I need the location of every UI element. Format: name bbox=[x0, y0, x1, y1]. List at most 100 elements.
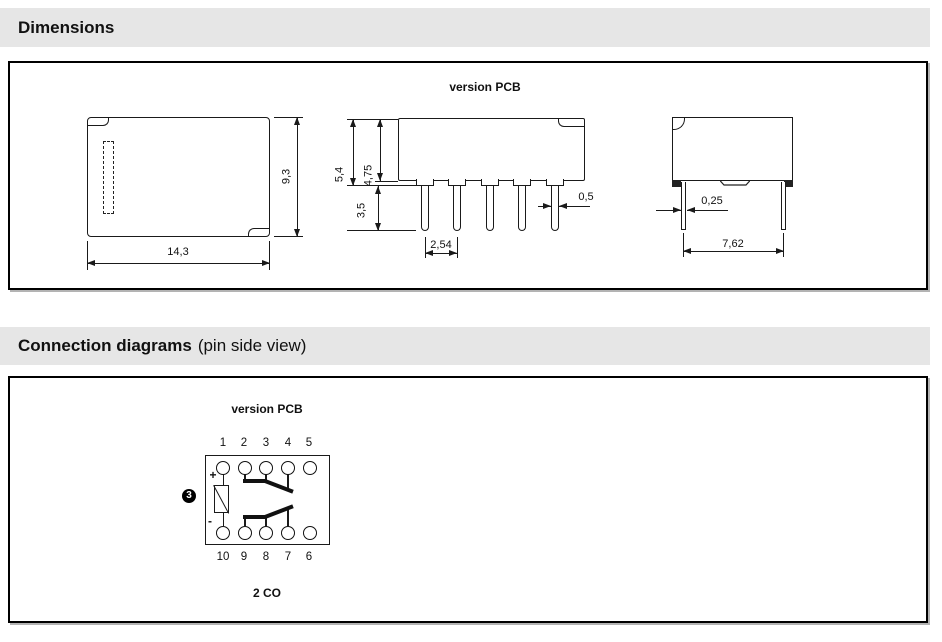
pin-circle bbox=[281, 526, 295, 540]
dim-label-pin-spacing: 7,62 bbox=[722, 238, 744, 250]
dim-arrow bbox=[776, 248, 784, 254]
dim-arrow bbox=[350, 119, 356, 127]
pin-circle bbox=[303, 526, 317, 540]
dim-line bbox=[353, 119, 354, 186]
top-view-corner-notch-br bbox=[248, 228, 270, 237]
pin-number-top: 3 bbox=[262, 437, 270, 449]
relay-top-view-body bbox=[87, 117, 270, 237]
pin bbox=[781, 182, 786, 230]
dim-ext-line bbox=[87, 241, 88, 270]
standoff-tab bbox=[481, 179, 499, 186]
pin-circle bbox=[303, 461, 317, 475]
side-view-foot bbox=[784, 180, 793, 187]
pin-circle bbox=[281, 461, 295, 475]
dimensions-title: Dimensions bbox=[18, 17, 115, 37]
pin-number-bottom: 8 bbox=[262, 551, 270, 563]
dim-ext-line bbox=[783, 233, 784, 257]
dim-arrow bbox=[350, 178, 356, 186]
dim-line bbox=[87, 263, 270, 264]
dim-ext-line bbox=[375, 181, 398, 182]
dim-ext-line bbox=[347, 230, 416, 231]
connection-section-header: Connection diagrams (pin side view) bbox=[0, 327, 930, 365]
dim-ext-line bbox=[274, 236, 303, 237]
dim-arrow bbox=[87, 260, 95, 266]
note-3-badge: 3 bbox=[182, 489, 196, 503]
contact-stub bbox=[287, 474, 289, 488]
side-view-foot bbox=[672, 180, 681, 187]
relay-side-view-body bbox=[672, 117, 793, 181]
standoff-tab bbox=[513, 179, 531, 186]
dim-label-width: 14,3 bbox=[167, 246, 189, 258]
pin-number-bottom: 9 bbox=[240, 551, 248, 563]
connection-diagram-title: version PCB bbox=[231, 402, 303, 416]
pin-number-top: 1 bbox=[219, 437, 227, 449]
contact-armature bbox=[243, 479, 267, 483]
pin-circle bbox=[259, 461, 273, 475]
dim-label-pin-pitch: 2,54 bbox=[430, 239, 452, 251]
connection-subtitle: (pin side view) bbox=[197, 336, 307, 355]
pin-circle bbox=[216, 526, 230, 540]
pin bbox=[551, 186, 559, 231]
dim-ext-line bbox=[683, 233, 684, 257]
dim-label-pin-thickness: 0,25 bbox=[701, 195, 723, 207]
pin-number-top: 4 bbox=[284, 437, 292, 449]
pin-circle bbox=[216, 461, 230, 475]
contact-stub bbox=[287, 510, 289, 526]
dim-line bbox=[656, 210, 681, 211]
dim-arrow bbox=[375, 186, 381, 194]
dim-arrow bbox=[449, 250, 457, 256]
dim-label-pin-width: 0,5 bbox=[578, 191, 594, 203]
dimensions-section-header: Dimensions bbox=[0, 8, 930, 47]
dim-label-total-height: 5,4 bbox=[333, 166, 345, 183]
pin bbox=[421, 186, 429, 231]
connection-panel: version PCB 1 2 3 4 5 3 + - 10 9 8 7 6 2… bbox=[8, 376, 928, 623]
dim-arrow bbox=[294, 117, 300, 125]
dim-ext-line bbox=[274, 117, 303, 118]
dim-arrow bbox=[377, 119, 383, 127]
dim-arrow bbox=[377, 173, 383, 181]
pin bbox=[486, 186, 494, 231]
contact-stub bbox=[265, 474, 267, 480]
front-view-corner-notch-tr bbox=[558, 118, 585, 127]
dim-line bbox=[687, 210, 728, 211]
dim-line bbox=[380, 119, 381, 181]
connection-title: Connection diagrams bbox=[18, 336, 192, 355]
dim-arrow bbox=[559, 203, 567, 209]
pin-circle bbox=[238, 526, 252, 540]
dim-ext-line bbox=[347, 185, 417, 186]
pin-number-top: 2 bbox=[240, 437, 248, 449]
dimensions-panel: 9,3 14,3 version PCB 5,4 4,75 3,5 2,54 bbox=[8, 61, 928, 290]
dim-arrow bbox=[262, 260, 270, 266]
contact-stub bbox=[244, 519, 246, 526]
dim-arrow bbox=[683, 248, 691, 254]
dim-arrow bbox=[294, 229, 300, 237]
dim-ext-line bbox=[457, 237, 458, 258]
dim-ext-line bbox=[425, 237, 426, 258]
dim-line bbox=[425, 253, 457, 254]
pin-number-bottom: 10 bbox=[216, 551, 230, 563]
contact-stub bbox=[244, 474, 246, 480]
dim-arrow bbox=[425, 250, 433, 256]
contact-config-caption: 2 CO bbox=[252, 586, 281, 600]
dim-arrow bbox=[687, 207, 695, 213]
standoff-tab bbox=[448, 179, 466, 186]
dim-line bbox=[297, 117, 298, 237]
standoff-tab bbox=[546, 179, 564, 186]
relay-front-view-body bbox=[398, 118, 585, 181]
pin-number-bottom: 6 bbox=[305, 551, 313, 563]
pin bbox=[681, 182, 686, 230]
top-view-corner-notch-tl bbox=[87, 117, 109, 126]
pin-number-top: 5 bbox=[305, 437, 313, 449]
side-view-bottom-recess bbox=[720, 180, 750, 186]
dim-arrow bbox=[543, 203, 551, 209]
dim-line bbox=[559, 206, 590, 207]
pin-circle bbox=[259, 526, 273, 540]
coil-plus-sign: + bbox=[209, 468, 217, 482]
coil-wire bbox=[223, 513, 224, 526]
dim-line bbox=[378, 186, 379, 231]
coil-minus-sign: - bbox=[208, 514, 212, 528]
pin-number-bottom: 7 bbox=[284, 551, 292, 563]
dim-ext-line bbox=[269, 241, 270, 270]
dim-label-pin-length: 3,5 bbox=[355, 202, 367, 219]
pin bbox=[453, 186, 461, 231]
